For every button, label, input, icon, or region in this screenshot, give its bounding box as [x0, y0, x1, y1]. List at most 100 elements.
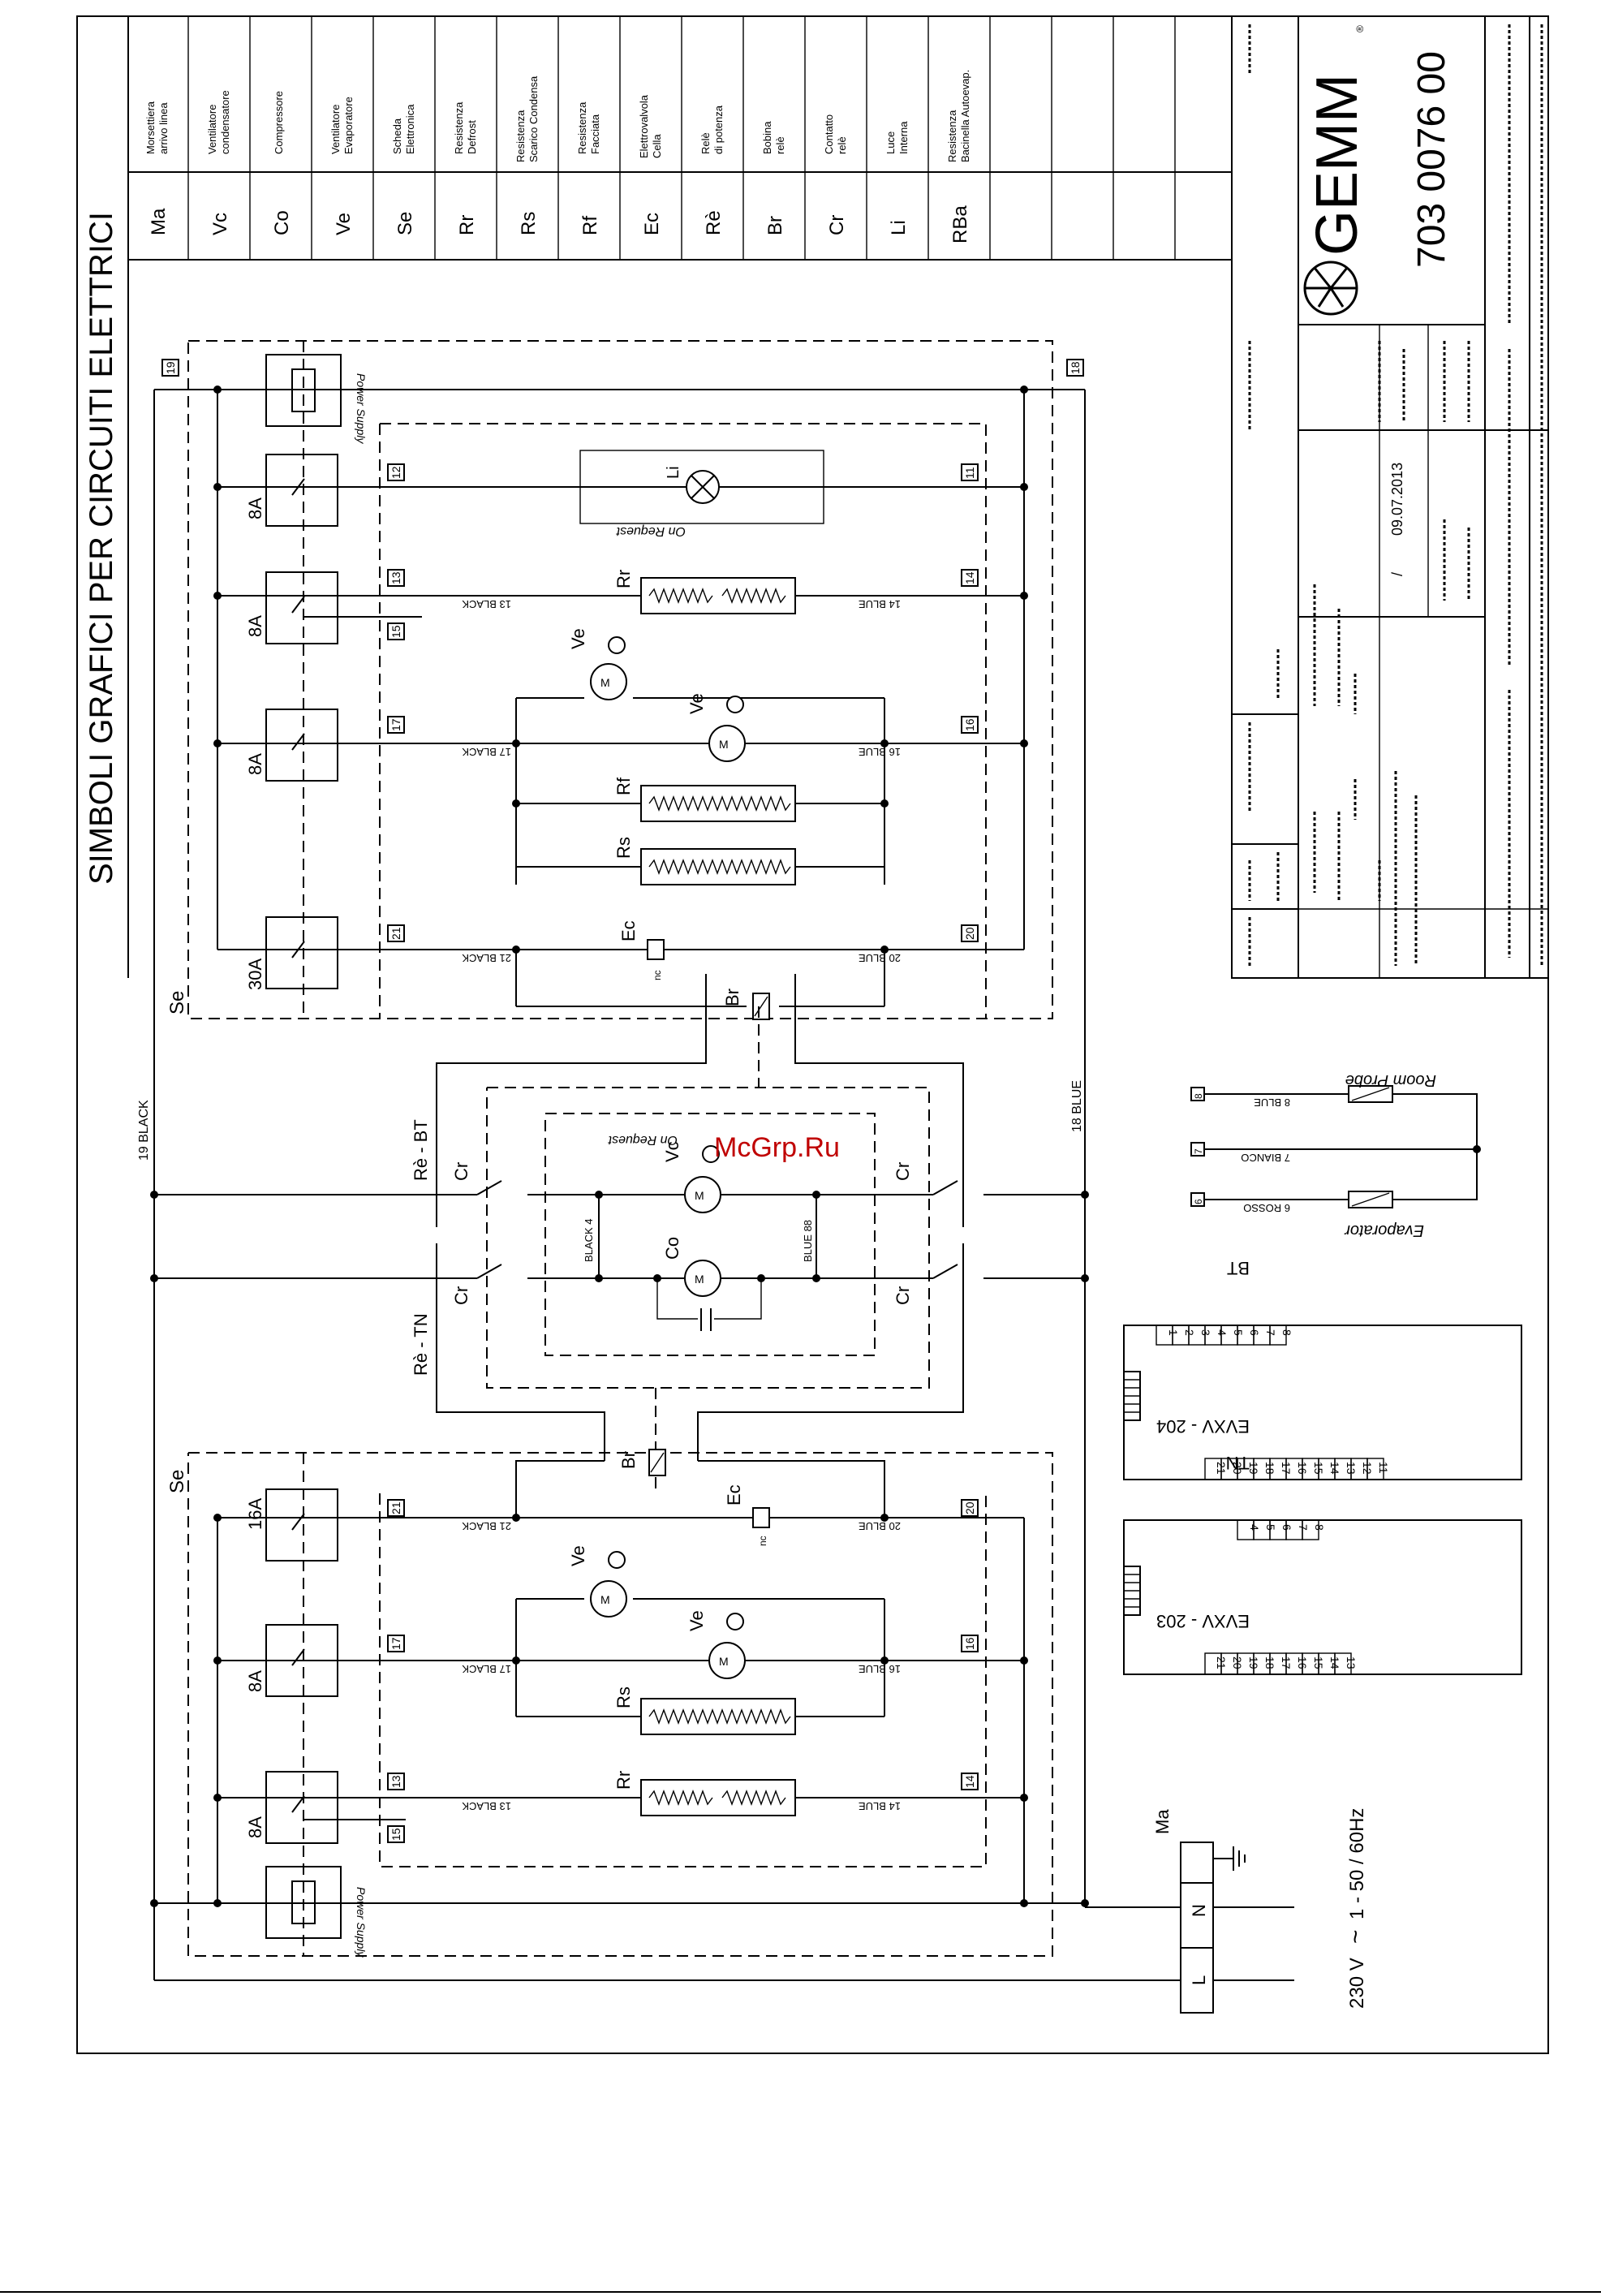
wire-label: 16 BLUE [859, 1663, 901, 1675]
svg-text:M: M [719, 738, 729, 751]
condensate-heater [640, 848, 796, 885]
drawing-date: 09.07.2013 [1389, 463, 1405, 536]
upper-terminal [161, 359, 1084, 942]
legend-code: Rf [579, 216, 601, 235]
light-label: Li [665, 466, 682, 479]
terminal-number: 16 [963, 1637, 976, 1650]
legend-desc: relè [836, 136, 848, 154]
relay-contact-label: Cr [451, 1162, 471, 1181]
lower-electronic-board: Se Br 21 20 17 16 13 14 15 Power Supply … [150, 1449, 1089, 1958]
terminal-number: 15 [1312, 1656, 1325, 1669]
legend-desc: Ventilatore [329, 105, 342, 154]
terminal-number: 6 [1248, 1329, 1261, 1336]
terminal-number: 14 [1328, 1462, 1341, 1475]
fuse-rating: 8A [245, 615, 265, 637]
legend-desc: Cella [651, 134, 663, 158]
wire-label: 21 BLACK [462, 1520, 511, 1532]
evaporator-probe-label: Evaporator [1344, 1221, 1424, 1239]
supply-voltage: 230 V [1346, 1958, 1368, 2009]
relay-bt-label: Rè - BT [411, 1119, 431, 1181]
controller-model: EVXV - 204 [1156, 1416, 1250, 1437]
fuse-rating: 8A [245, 1816, 265, 1838]
ac-icon: ~ [1342, 1929, 1369, 1944]
terminal-number: 19 [1247, 1462, 1260, 1475]
component-label: Rr [613, 1771, 634, 1790]
terminal-number: 16 [1296, 1462, 1309, 1475]
mains-terminal-block: Ma N L 230 V ~ 1 - 50 / 60Hz [153, 1808, 1369, 2014]
svg-text:M: M [600, 676, 610, 689]
diagram-title-group: SIMBOLI GRAFICI PER CIRCUITI ELETTRICI [84, 212, 119, 885]
wire-label: 13 BLACK [462, 1800, 511, 1812]
terminal-number: 3 [1199, 1329, 1212, 1336]
relay-contact-label: Cr [893, 1286, 913, 1305]
drawing-frame [76, 15, 1549, 2054]
wire-label: 7 BIANCO [1241, 1152, 1290, 1164]
lower-board-label: Se [166, 1470, 188, 1493]
terminal-number: 2 [1183, 1329, 1196, 1336]
legend-desc: Scheda [391, 118, 403, 154]
controller-bottom-terminals: 21 20 19 18 17 16 15 14 13 [1204, 1652, 1358, 1675]
terminal-number: 11 [1377, 1462, 1390, 1474]
component-label: Co [662, 1237, 682, 1260]
legend-desc: Contatto [823, 114, 835, 154]
defrost-heater [640, 1779, 796, 1816]
svg-text:M: M [695, 1273, 704, 1286]
terminal-number: 14 [963, 1775, 976, 1788]
drawing-number: 703 0076 00 [1410, 51, 1453, 268]
evaporator-fan-motor [708, 725, 746, 762]
legend-desc: Resistenza [576, 101, 588, 154]
legend-code: Ec [641, 213, 663, 235]
terminal-number: 5 [1232, 1329, 1245, 1336]
wire-label: 17 BLACK [462, 746, 511, 758]
legend-code: Rr [456, 215, 478, 235]
terminal-number: 18 [1263, 1462, 1276, 1475]
legend-code: RBa [949, 205, 971, 243]
controller-mode: BT [1227, 1258, 1250, 1278]
component-label: Br [618, 1451, 639, 1469]
nc-label: nc [652, 970, 663, 980]
legend-desc: Bacinella Autoevap. [959, 70, 971, 162]
terminal-number: 20 [1231, 1462, 1244, 1475]
legend-desc: Resistenza [453, 101, 465, 154]
legend-code: Br [764, 216, 786, 235]
solenoid-valve [647, 939, 665, 960]
controller-model: EVXV - 203 [1156, 1611, 1250, 1631]
terminal-number: 20 [963, 1501, 976, 1514]
fuse-rating: 8A [245, 753, 265, 775]
legend-desc: Ventilatore [206, 105, 218, 154]
legend-desc: Elettronica [404, 104, 416, 154]
legend-desc: Morsettiera [144, 101, 157, 154]
terminal-number: 6 [1280, 1524, 1293, 1531]
terminal-number: 4 [1216, 1329, 1229, 1336]
watermark: McGrp.Ru [714, 1132, 840, 1163]
wire-label: 18 BLUE [1070, 1080, 1084, 1132]
power-supply-label: Power Supply [355, 1887, 368, 1958]
condenser-fan-motor [684, 1176, 721, 1213]
legend-desc: Compressore [273, 91, 285, 154]
component-label: Ve [568, 628, 588, 649]
fuse-rating: 30A [245, 958, 265, 990]
svg-text:M: M [600, 1593, 610, 1606]
wire-label: 13 BLACK [462, 598, 511, 610]
fuse-rating: 8A [245, 498, 265, 519]
evaporator-fan-motor [708, 1642, 746, 1679]
terminal-number: 17 [1280, 1656, 1293, 1669]
terminal-number: 8 [1193, 1093, 1204, 1099]
front-heater [640, 785, 796, 822]
component-label: Br [722, 989, 742, 1006]
wire-label: 8 BLUE [1254, 1096, 1290, 1109]
legend-code: Cr [826, 215, 848, 235]
solenoid-valve [752, 1507, 770, 1528]
illegible-title-block-text [1248, 24, 1543, 966]
terminal-number: 6 [1193, 1199, 1204, 1204]
upper-fuse-8a [265, 709, 338, 782]
terminal-number: 14 [1328, 1656, 1341, 1669]
terminal-number: 15 [389, 1828, 402, 1841]
compressor-motor [684, 1260, 721, 1297]
component-label: Vc [662, 1141, 682, 1162]
legend-desc: Facciata [589, 114, 601, 154]
terminal-number: 13 [1345, 1462, 1358, 1475]
terminal-number: 19 [164, 361, 177, 374]
component-label: Ve [686, 1610, 707, 1631]
wire-label: 14 BLUE [859, 598, 901, 610]
